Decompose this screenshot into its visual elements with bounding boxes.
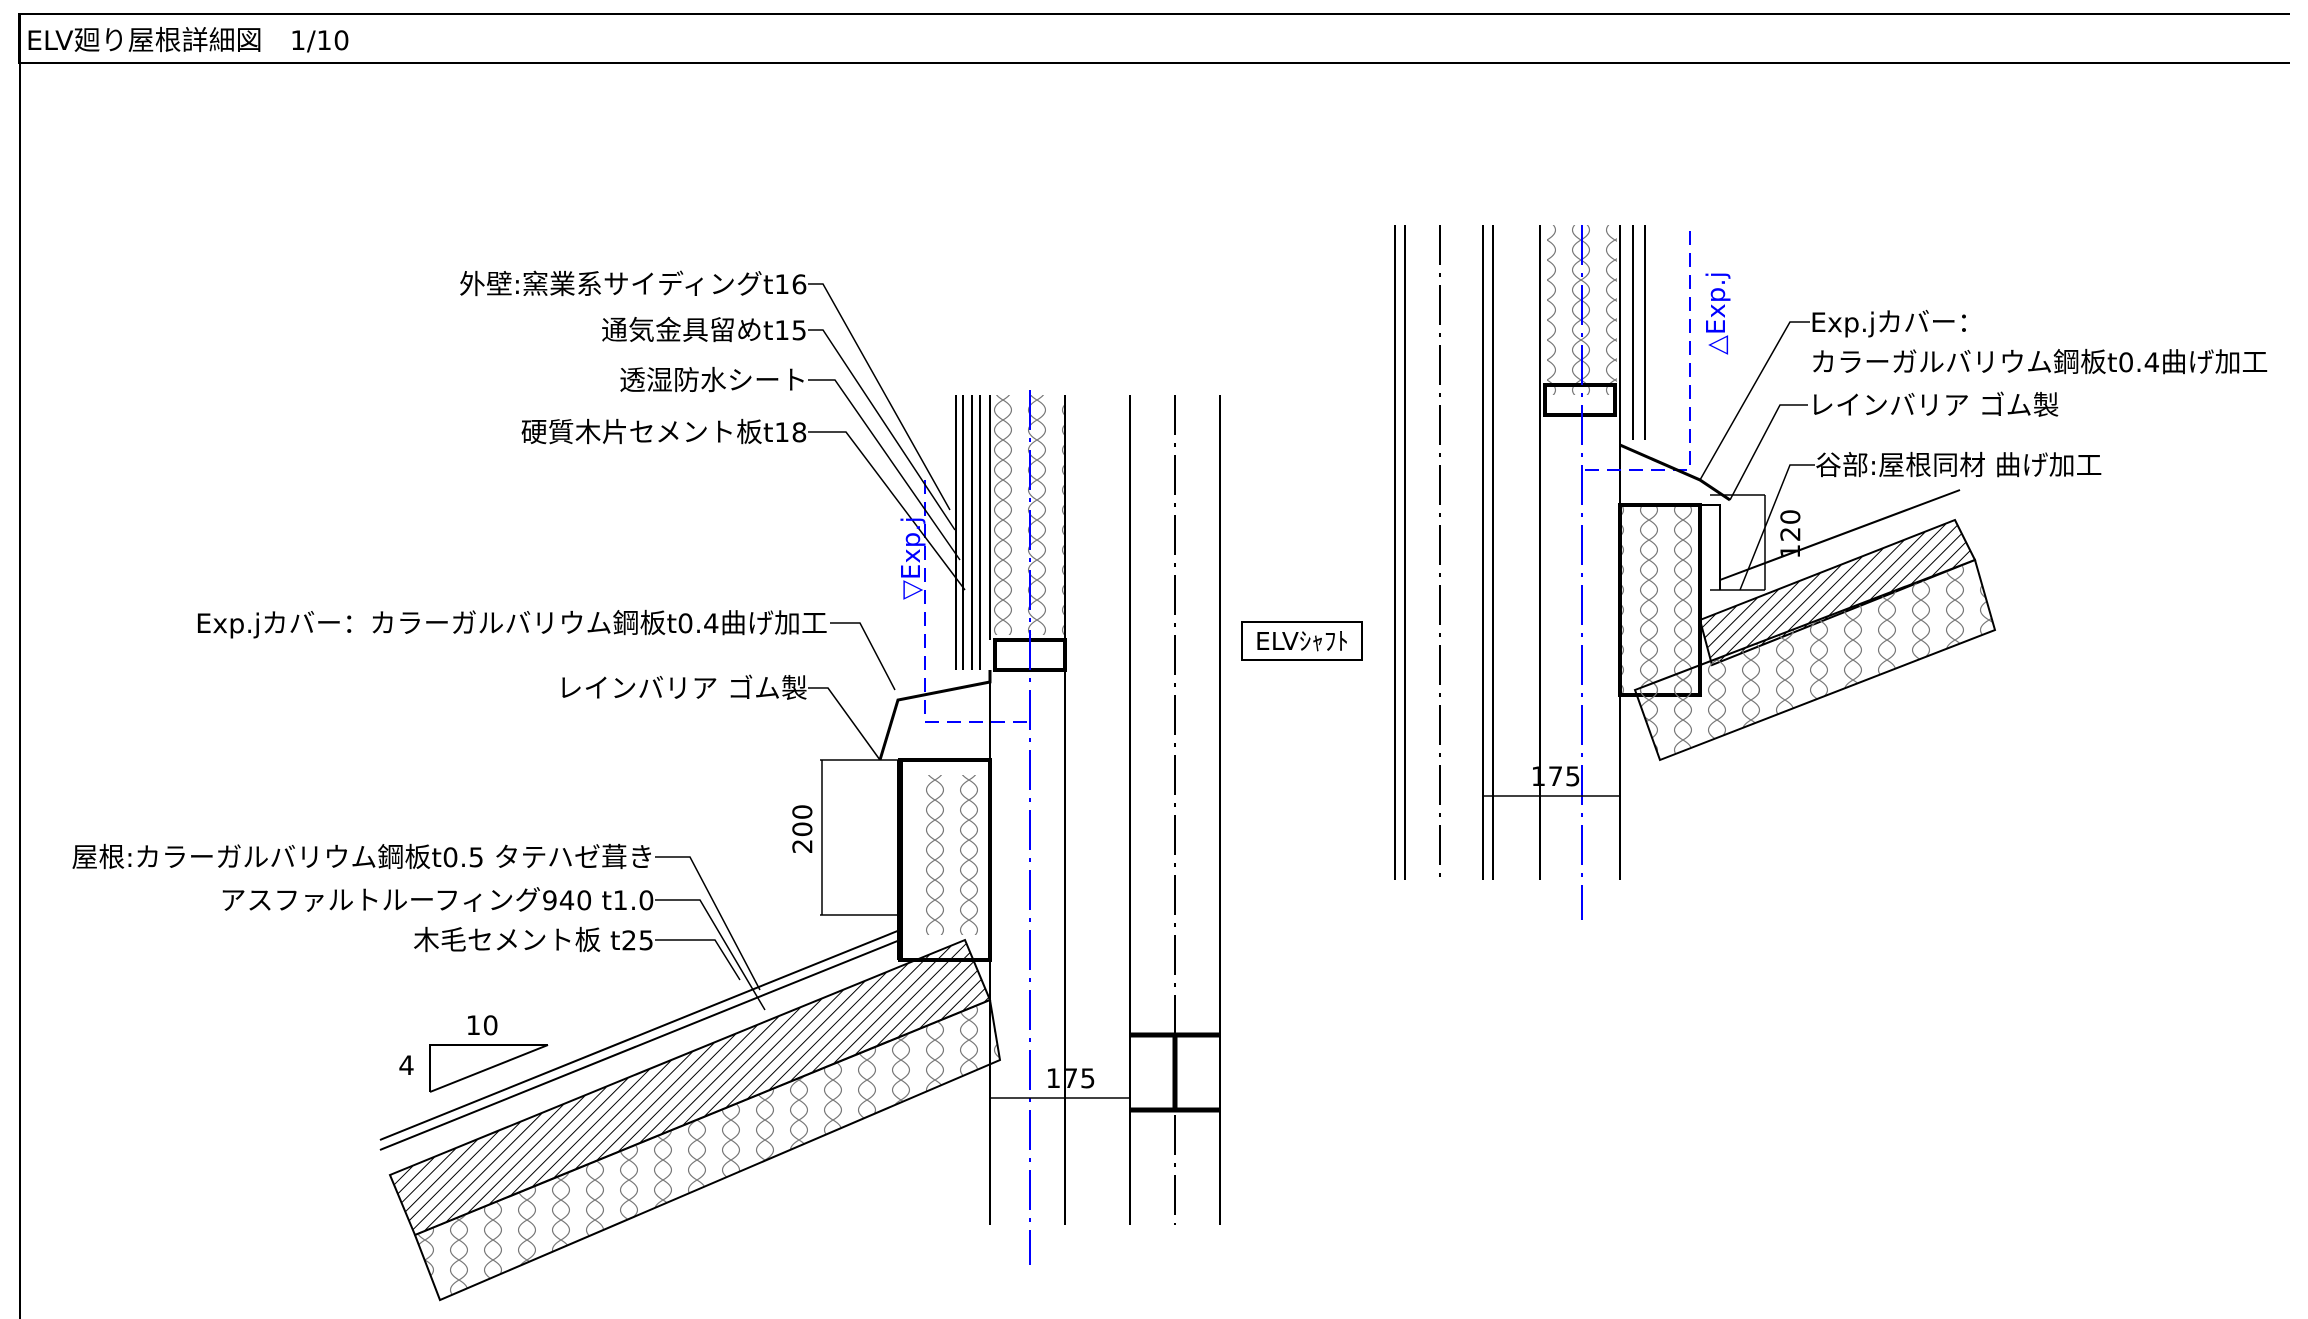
slope-rise: 4 [398,1051,415,1082]
label-wall-bracket: 通気金具留めt15 [601,316,808,347]
page-title: ELV廻り屋根詳細図 1/10 [26,26,350,57]
label-right-cover-1: Exp.jカバー： [1810,308,1984,339]
dim-right-height: 120 [1776,508,1807,560]
label-wall-sheet: 透湿防水シート [619,366,808,397]
label-rain-barrier: レインバリア ゴム製 [556,674,808,705]
shaft-label: ELVｼｬﾌﾄ [1255,627,1349,656]
dim-left-height: 200 [788,803,819,855]
slope-run: 10 [465,1011,499,1042]
label-right-valley: 谷部:屋根同材 曲げ加工 [1815,451,2103,482]
shaft-label-box [1241,621,1363,661]
label-right-barrier: レインバリア ゴム製 [1808,391,2060,422]
dim-right-width: 175 [1530,762,1582,793]
label-exp-cover: Exp.jカバー：カラーガルバリウム鋼板t0.4曲げ加工 [195,609,828,640]
label-wall-siding: 外壁:窯業系サイディングt16 [459,270,808,301]
exp-joint-right: △Exp.j [1702,271,1732,355]
dim-left-width: 175 [1045,1064,1097,1095]
label-roof-board: 木毛セメント板 t25 [413,926,655,957]
right-detail [1394,225,1997,920]
label-roof-felt: アスファルトルーフィング940 t1.0 [220,886,655,917]
label-right-cover-2: カラーガルバリウム鋼板t0.4曲げ加工 [1810,348,2269,379]
exp-joint-left: ▽Exp.j [897,516,927,600]
label-wall-board: 硬質木片セメント板t18 [521,418,808,449]
left-detail [379,283,1221,1302]
label-roof-steel: 屋根:カラーガルバリウム鋼板t0.5 タテハゼ葺き [71,843,655,874]
